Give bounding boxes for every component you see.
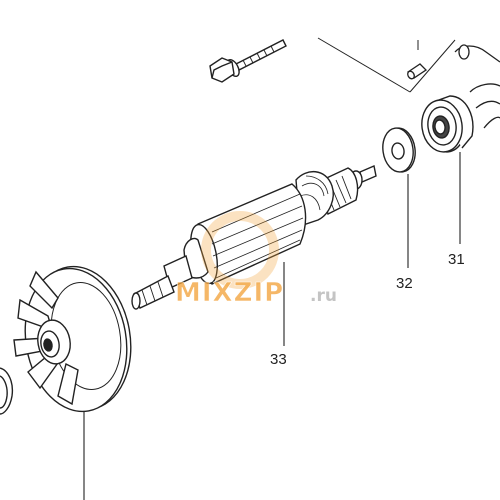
- bolt: [209, 39, 287, 83]
- assembly-leader-lines: [317, 37, 456, 93]
- callout-33: 33: [270, 351, 287, 368]
- watermark-brand: MIXZIP: [175, 278, 284, 308]
- watermark-domain: .ru: [310, 286, 337, 306]
- armature-rotor: [131, 165, 377, 310]
- watermark: MIXZIP .ru: [175, 211, 337, 308]
- ring-fragment: [0, 367, 14, 415]
- cooling-fan: [13, 265, 132, 413]
- callout-31: 31: [448, 251, 465, 268]
- flat-washer: [382, 127, 416, 173]
- watermark-logo-circle: [201, 211, 279, 289]
- housing-fragment: [454, 44, 500, 129]
- callout-32: 32: [396, 275, 413, 292]
- callout-leaders: [83, 152, 461, 500]
- pin: [406, 63, 428, 80]
- ball-bearing: [421, 95, 474, 153]
